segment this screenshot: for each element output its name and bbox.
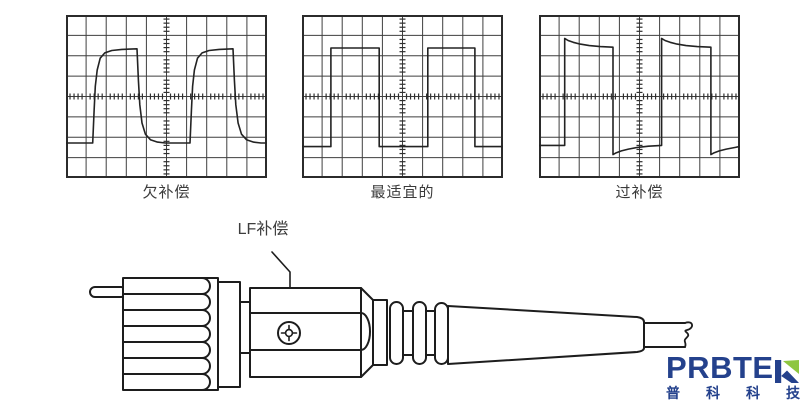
scope-label-under-compensated: 欠补偿 bbox=[142, 184, 191, 201]
bnc-pin bbox=[89, 286, 127, 298]
logo-cn-char: 普 bbox=[666, 385, 680, 401]
probe-neck bbox=[239, 301, 251, 354]
probe-cable bbox=[643, 321, 693, 348]
logo-cn-char: 科 bbox=[746, 385, 760, 401]
logo-chinese: 普 科 科 技 bbox=[666, 385, 800, 401]
logo-cn-char: 科 bbox=[706, 385, 720, 401]
scope-block-under-compensated: 欠补偿 bbox=[66, 15, 267, 202]
logo-cn-char: 技 bbox=[786, 385, 800, 401]
cable-break-icon bbox=[683, 321, 693, 348]
logo-brand: PRBTE bbox=[666, 352, 804, 383]
logo-brand-text: PRBTE bbox=[666, 350, 774, 385]
prbtek-logo: PRBTE 普 科 科 技 bbox=[666, 352, 804, 401]
lf-compensation-screw-icon bbox=[277, 321, 301, 345]
probe-boot bbox=[447, 305, 645, 365]
probe-diagram bbox=[89, 251, 693, 391]
strain-relief bbox=[389, 301, 449, 365]
logo-k-glyph bbox=[774, 360, 799, 383]
scope-block-optimal: 最适宜的 bbox=[302, 15, 503, 202]
bnc-knurled-ring bbox=[122, 277, 241, 391]
probe-hex-body bbox=[249, 287, 388, 378]
oscilloscope-screen-over-compensated bbox=[539, 15, 740, 178]
oscilloscope-screen-optimal bbox=[302, 15, 503, 178]
scope-label-optimal: 最适宜的 bbox=[370, 184, 435, 201]
oscilloscope-screen-under-compensated bbox=[66, 15, 267, 178]
scope-label-over-compensated: 过补偿 bbox=[615, 184, 664, 201]
lf-compensation-label: LF补偿 bbox=[237, 221, 289, 238]
scope-block-over-compensated: 过补偿 bbox=[539, 15, 740, 202]
